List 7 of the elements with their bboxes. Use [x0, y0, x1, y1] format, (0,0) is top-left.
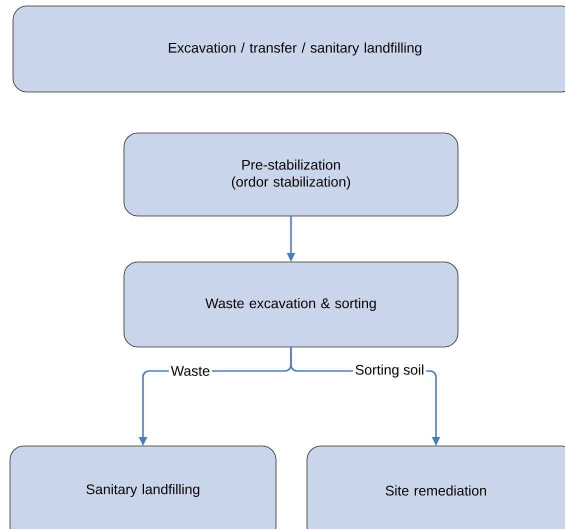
process-box: Sanitary landfilling [10, 446, 276, 529]
edge-label: Waste [168, 364, 212, 378]
edge-label: Sorting soil [352, 362, 426, 380]
process-box: Waste excavation & sorting [124, 262, 458, 348]
process-box: Site remediation [306, 446, 565, 529]
process-box: Pre-stabilization (ordor stabilization) [124, 132, 458, 216]
process-box: Excavation / transfer / sanitary landfilling [12, 6, 565, 92]
